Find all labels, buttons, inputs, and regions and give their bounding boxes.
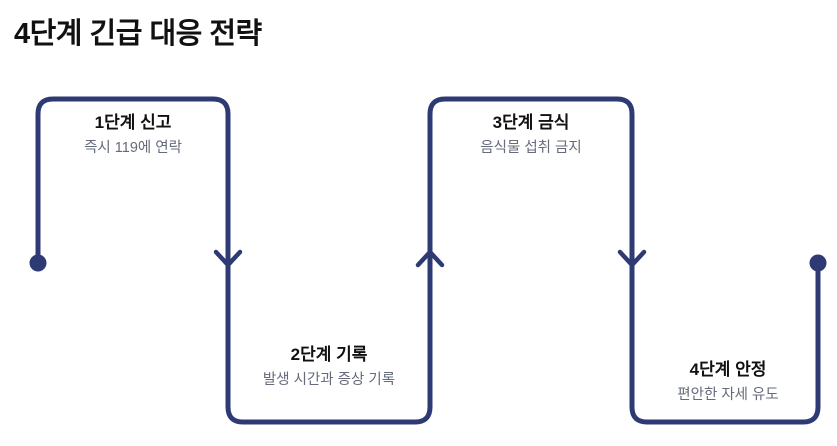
step-4: 4단계 안정 편안한 자세 유도: [640, 359, 816, 405]
step-3-description: 음식물 섭취 금지: [480, 139, 582, 156]
step-2-description: 발생 시간과 증상 기록: [262, 371, 396, 388]
arrow-down-icon: [617, 249, 647, 268]
start-dot-icon: [29, 254, 47, 272]
step-3-label: 3단계 금식: [492, 113, 570, 132]
step-4-label: 4단계 안정: [689, 360, 767, 379]
step-1-label: 1단계 신고: [94, 113, 172, 132]
arrow-down-icon: [213, 249, 243, 268]
step-2: 2단계 기록 발생 시간과 증상 기록: [254, 344, 404, 390]
flow-connector-line: [35, 96, 821, 425]
step-1: 1단계 신고 즉시 119에 연락: [48, 112, 218, 158]
end-dot-icon: [809, 254, 827, 272]
step-1-description: 즉시 119에 연락: [84, 139, 182, 156]
step-3: 3단계 금식 음식물 섭취 금지: [446, 112, 616, 158]
arrow-up-icon: [415, 249, 445, 268]
page-title: 4단계 긴급 대응 전략: [14, 18, 262, 50]
step-2-label: 2단계 기록: [290, 345, 368, 364]
step-4-description: 편안한 자세 유도: [677, 386, 779, 403]
